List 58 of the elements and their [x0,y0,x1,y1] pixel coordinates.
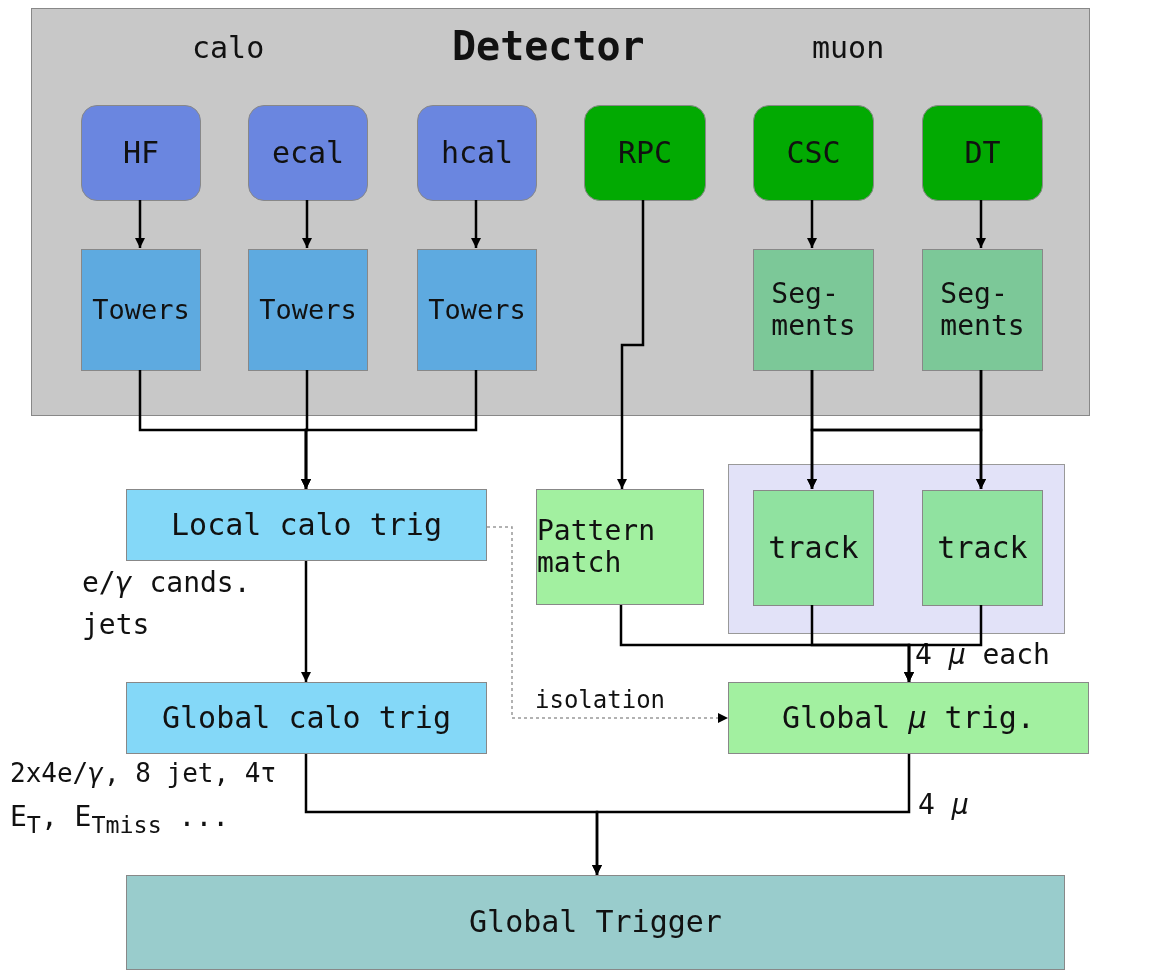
arrow [302,200,312,248]
process-box [248,249,368,371]
box-label: track [937,530,1028,566]
box-label: Seg- ments [940,277,1025,343]
detector-box [753,105,874,201]
group-panel [728,464,1065,634]
arrow [976,200,986,248]
process-box [922,490,1043,606]
box-label: Towers [259,294,357,326]
process-box [728,682,1089,754]
arrow [904,605,983,682]
arrow [471,200,481,248]
detector-box [417,105,537,201]
process-box [126,875,1065,970]
panel-title: Detector [452,23,645,69]
box-label: Towers [92,294,190,326]
signal-label: 2x4e/γ, 8 jet, 4τ [10,758,277,790]
signal-label: 4 μ [918,788,969,822]
group-label: calo [192,31,265,66]
signal-label: e/γ cands. [82,566,251,600]
panel-background [31,8,1090,416]
arrow [301,370,478,489]
process-box [126,682,487,754]
box-label: RPC [617,135,673,171]
box-label: Pattern match [537,514,656,580]
signal-label: E$_{T}$, E$_{Tmiss}$ ... [10,800,230,839]
box-label: Towers [428,294,526,326]
box-label: HF [122,135,160,171]
arrow [592,754,911,875]
box-label: ecal [271,135,345,171]
arrow [135,200,145,248]
arrow [486,526,729,723]
box-label: hcal [440,135,514,171]
box-label: Global Trigger [469,905,722,940]
arrow [617,200,645,489]
detector-box [584,105,706,201]
box-label: track [768,530,859,566]
process-box [753,490,874,606]
detector-box [248,105,368,201]
box-label: Seg- ments [771,277,856,343]
box-label: Local calo trig [171,507,442,543]
arrow [807,200,817,248]
process-box [417,249,537,371]
process-box [126,489,487,561]
detector-box [922,105,1043,201]
box-label: Global calo trig [162,700,451,736]
box-label: CSC [786,135,841,171]
process-box [753,249,874,371]
process-box [536,489,704,605]
box-label: DT [964,135,1001,171]
detector-box [81,105,201,201]
arrow [976,370,986,489]
process-box [81,249,201,371]
arrow [301,561,311,682]
process-box [922,249,1043,371]
signal-label: jets [82,608,150,642]
group-label: muon [812,31,885,66]
box-label: Global μ trig. [782,700,1035,736]
